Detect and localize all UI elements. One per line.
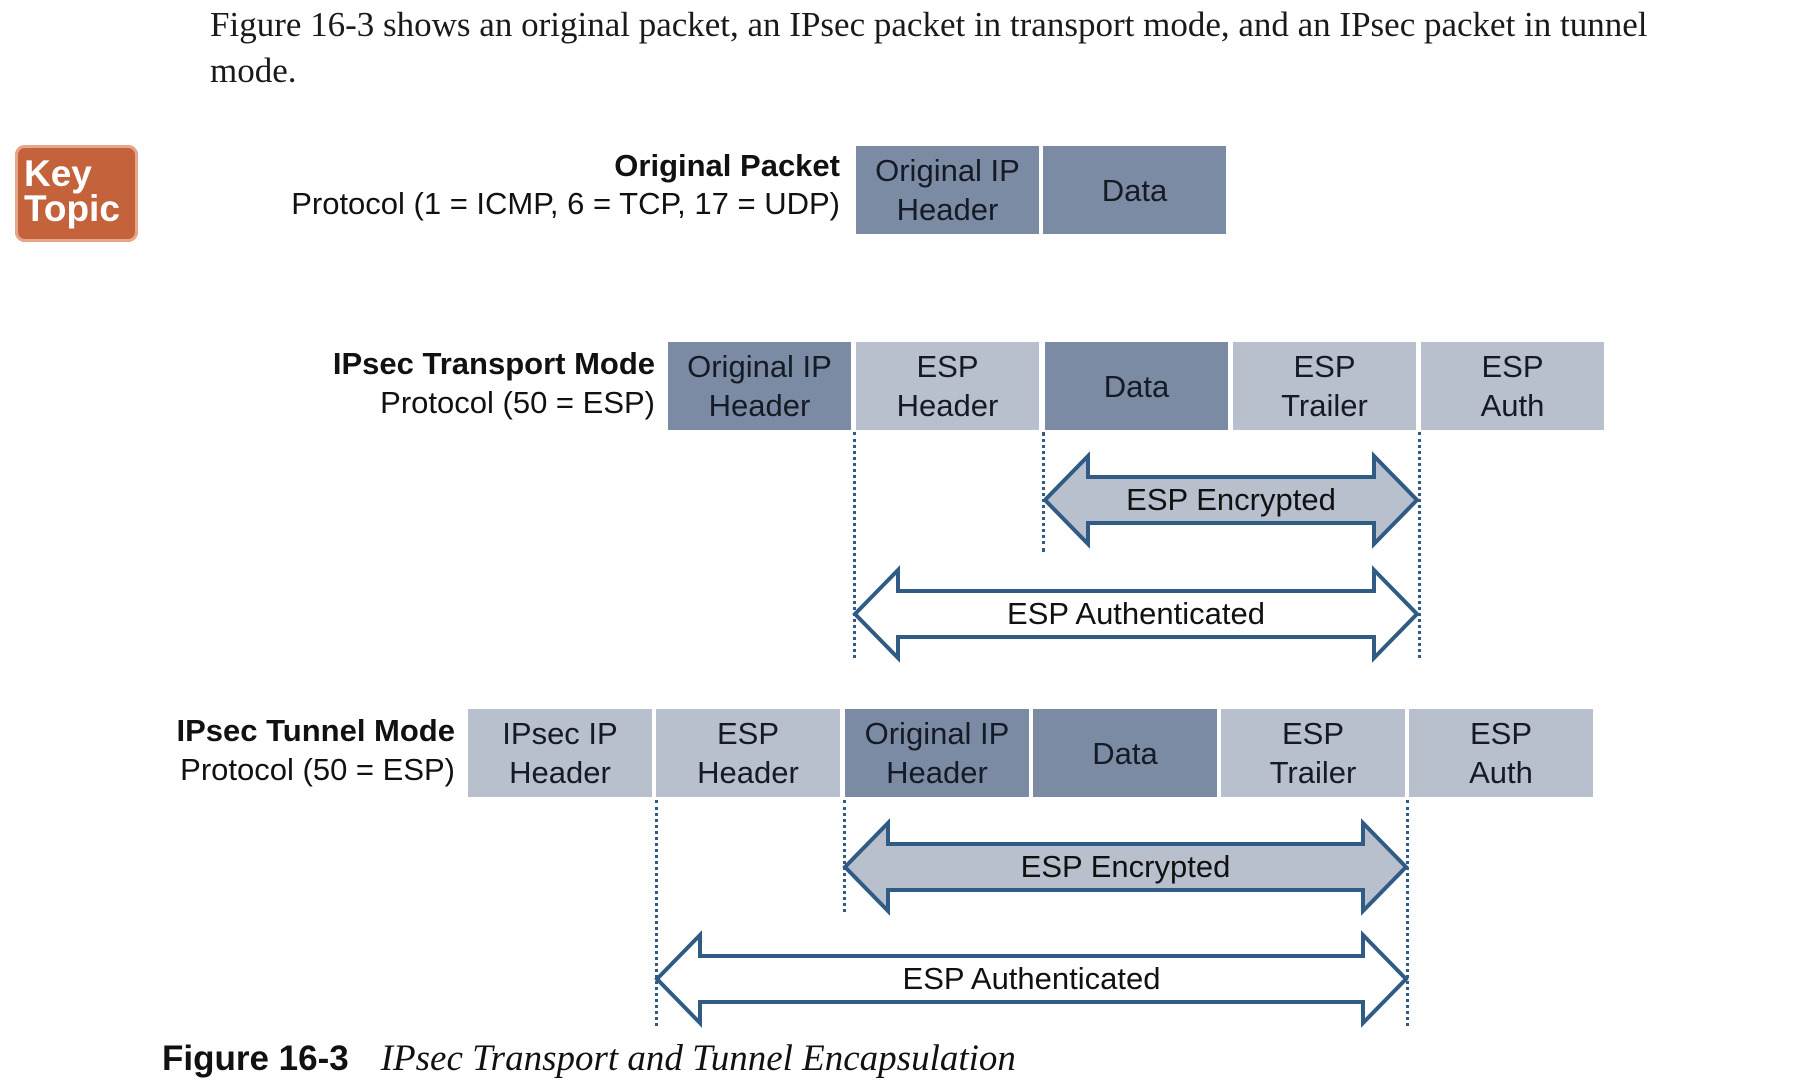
transport-authenticated-arrow: [852, 565, 1420, 663]
transport-boundary-trailer-right: [1418, 432, 1421, 658]
transport-field-data: Data: [1045, 342, 1228, 430]
tunnel-boundary-trailer-right: [1406, 800, 1409, 1026]
key-topic-line-1: Key: [24, 153, 92, 194]
tunnel-mode-title: IPsec Tunnel Mode: [176, 713, 455, 748]
transport-encrypted-label: ESP Encrypted: [1126, 482, 1336, 517]
transport-encrypted-arrow: [1042, 451, 1420, 549]
transport-boundary-data-left: [1042, 432, 1045, 552]
figure-number: Figure 16-3: [162, 1039, 349, 1078]
tunnel-field-esp-trailer: ESP Trailer: [1221, 709, 1405, 797]
tunnel-mode-protocol: Protocol (50 = ESP): [180, 752, 455, 787]
tunnel-field-ipsec-ip-header: IPsec IP Header: [468, 709, 652, 797]
transport-mode-label: IPsec Transport Mode Protocol (50 = ESP): [200, 346, 655, 426]
tunnel-encrypted-label: ESP Encrypted: [1020, 849, 1231, 884]
tunnel-field-esp-header: ESP Header: [656, 709, 840, 797]
tunnel-boundary-esp-header-left: [655, 800, 658, 1026]
figure-caption: Figure 16-3 IPsec Transport and Tunnel En…: [162, 1037, 1016, 1080]
tunnel-field-original-ip-header: Original IP Header: [845, 709, 1029, 797]
original-packet-title: Original Packet: [614, 148, 840, 183]
tunnel-authenticated-label: ESP Authenticated: [902, 961, 1161, 996]
tunnel-mode-label: IPsec Tunnel Mode Protocol (50 = ESP): [140, 713, 455, 793]
key-topic-line-2: Topic: [24, 188, 120, 229]
original-packet-protocol: Protocol (1 = ICMP, 6 = TCP, 17 = UDP): [291, 186, 840, 221]
tunnel-encrypted-arrow: [842, 818, 1409, 916]
original-packet-field-original-ip-header: Original IP Header: [856, 146, 1039, 234]
figure-title: IPsec Transport and Tunnel Encapsulation: [380, 1038, 1016, 1079]
transport-boundary-esp-header-left: [853, 432, 856, 658]
transport-field-esp-header: ESP Header: [856, 342, 1039, 430]
tunnel-authenticated-arrow: [654, 930, 1409, 1028]
transport-field-esp-auth: ESP Auth: [1421, 342, 1604, 430]
tunnel-field-esp-auth: ESP Auth: [1409, 709, 1593, 797]
tunnel-field-data: Data: [1033, 709, 1217, 797]
transport-field-original-ip-header: Original IP Header: [668, 342, 851, 430]
transport-mode-title: IPsec Transport Mode: [332, 346, 655, 381]
key-topic-badge: Key Topic: [15, 145, 138, 242]
original-packet-label: Original Packet Protocol (1 = ICMP, 6 = …: [200, 148, 840, 228]
tunnel-boundary-original-ip-left: [843, 800, 846, 912]
transport-authenticated-label: ESP Authenticated: [1007, 596, 1265, 631]
original-packet-field-data: Data: [1043, 146, 1226, 234]
transport-mode-protocol: Protocol (50 = ESP): [380, 385, 655, 420]
transport-field-esp-trailer: ESP Trailer: [1233, 342, 1416, 430]
intro-paragraph: Figure 16-3 shows an original packet, an…: [210, 5, 1648, 90]
